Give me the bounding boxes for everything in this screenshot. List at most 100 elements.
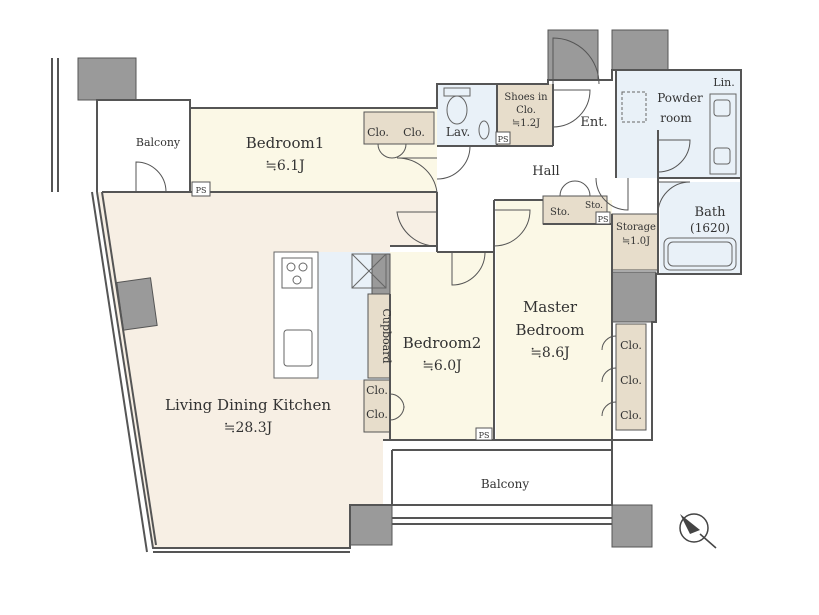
- door-entrance: [552, 37, 600, 85]
- bath-label-2: (1620): [690, 221, 730, 235]
- clo-b1-b-label: Clo.: [403, 126, 425, 139]
- ps-box-4: [475, 427, 493, 441]
- bedroom2-label: Bedroom2: [403, 334, 482, 352]
- door-master: [493, 209, 531, 247]
- door-ent-hall: [552, 89, 591, 128]
- outline: [51, 58, 742, 553]
- column-top-mid: [547, 29, 599, 81]
- fridge-x2: [351, 253, 387, 289]
- burner-3: [292, 275, 302, 285]
- powder-label-2: room: [660, 111, 692, 125]
- ldk-size: ≒28.3J: [224, 420, 273, 436]
- master-closet-frame: [615, 323, 647, 431]
- door-m-clo-1: [601, 335, 617, 351]
- master-size: ≒8.6J: [530, 345, 570, 361]
- bedroom1-label: Bedroom1: [246, 134, 325, 152]
- clo-b2-1-label: Clo.: [366, 384, 388, 397]
- powder-floor: [616, 70, 741, 178]
- clo-m-2-label: Clo.: [620, 374, 642, 387]
- door-b1-clo-1: [377, 143, 393, 159]
- clo-m-3-label: Clo.: [620, 409, 642, 422]
- sto-2-label: Sto.: [585, 201, 603, 211]
- door-bath: [657, 181, 691, 215]
- door-b2-b: [451, 251, 486, 286]
- bedroom1-closet-floor: [364, 112, 434, 144]
- powder-label-1: Powder: [657, 91, 703, 105]
- sto-1-label: Sto.: [550, 207, 570, 218]
- ent-label: Ent.: [580, 115, 607, 130]
- clo-m-1-label: Clo.: [620, 339, 642, 352]
- compass-tail: [699, 533, 717, 549]
- facade-line-1: [91, 191, 148, 553]
- stove: [281, 257, 313, 289]
- balcony-left-label: Balcony: [136, 136, 181, 149]
- clo-b1-a-label: Clo.: [367, 126, 389, 139]
- door-sto-2: [574, 180, 591, 197]
- door-powder: [657, 139, 691, 173]
- column-bottom-right: [611, 504, 653, 548]
- column-top-right: [611, 29, 669, 71]
- lav-basin: [478, 120, 490, 140]
- door-balcony-left: [135, 161, 167, 193]
- ps-box-2: [495, 131, 511, 145]
- bedroom2-closet-floor: [364, 380, 390, 432]
- compass: [679, 513, 717, 549]
- cupboard-frame: [367, 293, 391, 379]
- powder-toilet: [621, 91, 647, 123]
- storage-label-2: ≒1.0J: [622, 236, 650, 247]
- storage-floor: [612, 214, 658, 270]
- shoes-label-1: Shoes in: [504, 92, 548, 103]
- ps-3-label: PS: [598, 215, 609, 224]
- column-right-mid: [611, 271, 657, 323]
- bathtub-inner: [667, 241, 733, 267]
- doors: [135, 37, 691, 421]
- cupboard-label: Cupboard: [380, 308, 393, 363]
- door-m-clo-3: [601, 401, 617, 417]
- lav-floor: [437, 84, 497, 146]
- lav-label: Lav.: [446, 125, 470, 139]
- burner-2: [298, 262, 308, 272]
- ps-box-3: [595, 211, 611, 225]
- kitchen-sink: [283, 329, 313, 367]
- facade-line-2: [101, 191, 157, 546]
- column-bottom-left: [349, 504, 393, 546]
- bath-floor: [660, 182, 740, 274]
- powder-counter: [709, 93, 737, 175]
- toilet-bowl: [446, 95, 468, 125]
- fridge: [351, 253, 387, 289]
- ps-boxes: [191, 131, 611, 441]
- door-storage: [595, 177, 629, 211]
- b1-closet-frame: [363, 111, 435, 145]
- clo-b2-2-label: Clo.: [366, 408, 388, 421]
- fixtures: [273, 87, 737, 379]
- master-floor: [496, 200, 612, 440]
- compass-needle: [680, 514, 700, 534]
- ldk-label: Living Dining Kitchen: [165, 396, 331, 414]
- storage-label-1: Storage: [616, 222, 656, 233]
- column-top-left: [77, 57, 137, 101]
- cupboard-floor: [368, 294, 390, 378]
- ps-4-label: PS: [479, 431, 490, 440]
- door-b2: [396, 211, 438, 247]
- compass-ring: [679, 513, 709, 543]
- bedroom2-floor: [390, 252, 494, 439]
- door-b1-clo-2: [391, 143, 407, 159]
- kitchen-counter: [273, 251, 319, 379]
- shoes-label-2: Clo.: [516, 105, 536, 116]
- bedroom2-size: ≒6.0J: [422, 358, 462, 374]
- balcony-bottom-floor: [392, 450, 612, 518]
- shoes-label-3: ≒1.2J: [512, 118, 540, 129]
- outer-wall: [96, 69, 742, 549]
- door-sto-1: [559, 180, 576, 197]
- hall-label: Hall: [532, 164, 559, 179]
- labels: Balcony Bedroom1 ≒6.1J Clo. Clo. Lav. Sh…: [136, 76, 735, 491]
- walls: [77, 29, 669, 548]
- bath-label-1: Bath: [695, 205, 727, 220]
- door-m-clo-2: [601, 367, 617, 383]
- balcony-bottom-label: Balcony: [481, 477, 529, 491]
- powder-sink-2: [713, 147, 731, 165]
- lin-label: Lin.: [713, 76, 734, 89]
- master-label-2: Bedroom: [516, 321, 585, 339]
- bedroom1-size: ≒6.1J: [265, 158, 305, 174]
